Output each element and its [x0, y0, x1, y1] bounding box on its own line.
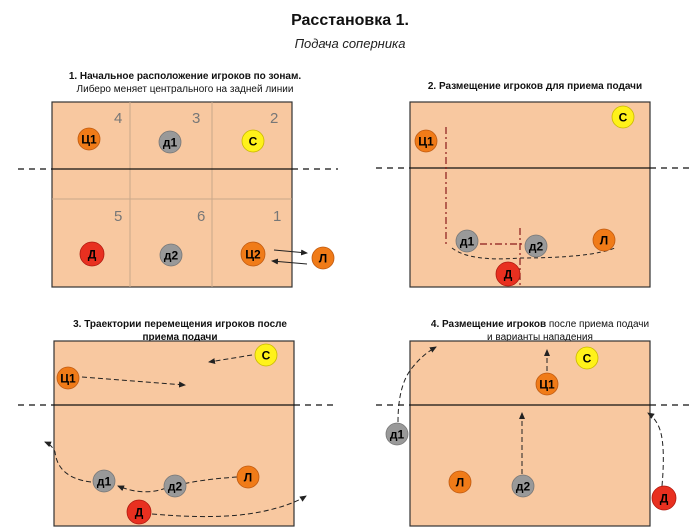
zone-4-label: 4: [114, 110, 122, 127]
svg-text:д2: д2: [164, 249, 179, 263]
swap-arrow-out: [273, 249, 308, 256]
d1-attack-arrow: [397, 346, 437, 423]
s-move-arrow: [208, 354, 253, 364]
panel-4: С Ц1 д1 Л д2 Д: [376, 340, 690, 527]
player-d1-marker: д1: [455, 229, 479, 253]
panel-3-court: [53, 340, 295, 527]
player-l-marker: Л: [236, 465, 260, 489]
panel-1: 4 3 2 5 6 1 Ц1 д1 С Д д2 Ц2: [18, 101, 338, 288]
panel-3-caption-line2: приема подачи: [142, 332, 218, 343]
zone-3-label: 3: [192, 110, 200, 127]
player-s-marker: С: [611, 105, 635, 129]
player-s-marker: С: [241, 129, 265, 153]
svg-text:С: С: [262, 349, 271, 363]
panel-3-caption: 3. Траектории перемещения игроков после …: [30, 318, 330, 344]
svg-text:д1: д1: [97, 475, 112, 489]
svg-text:Д: Д: [135, 506, 144, 520]
page-subtitle: Подача соперника: [294, 36, 406, 51]
panel-2-court: [409, 101, 651, 288]
svg-text:С: С: [619, 111, 628, 125]
svg-text:д2: д2: [168, 480, 183, 494]
panel-2-caption: 2. Размещение игроков для приема подачи: [390, 80, 680, 93]
panel-4-caption: 4. Размещение игроков после приема подач…: [385, 318, 695, 344]
panel-4-caption-bold: 4. Размещение игроков: [430, 319, 547, 330]
player-c2-marker: Ц2: [240, 241, 266, 267]
svg-text:Д: Д: [504, 268, 513, 282]
svg-text:д2: д2: [529, 240, 544, 254]
player-l-marker: Л: [448, 470, 472, 494]
svg-text:д2: д2: [516, 480, 531, 494]
player-d1-marker: д1: [92, 469, 116, 493]
player-d2-marker: д2: [511, 474, 535, 498]
panel-3-caption-line1: 3. Траектории перемещения игроков после: [73, 319, 287, 330]
zone-1-label: 1: [273, 208, 281, 225]
svg-text:С: С: [249, 135, 258, 149]
svg-text:д1: д1: [460, 235, 475, 249]
svg-text:Ц1: Ц1: [60, 372, 76, 386]
player-c1-marker: Ц1: [56, 366, 80, 390]
player-d-marker: Д: [651, 485, 677, 511]
player-d-marker: Д: [79, 241, 105, 267]
panel-1-caption-line2: Либеро меняет центрального на задней лин…: [76, 84, 294, 95]
panel-4-caption-rest: после приема подачи: [546, 319, 650, 330]
zone-2-label: 2: [270, 110, 278, 127]
reception-zone-curve: [451, 247, 616, 260]
panel-2: Ц1 С д1 д2 Л Д: [376, 101, 690, 288]
zone-6-label: 6: [197, 208, 205, 225]
player-c1-marker: Ц1: [535, 372, 559, 396]
svg-text:Д: Д: [88, 248, 97, 262]
player-s-marker: С: [575, 346, 599, 370]
svg-text:д1: д1: [390, 428, 405, 442]
player-d2-marker: д2: [163, 474, 187, 498]
svg-text:Ц1: Ц1: [539, 378, 555, 392]
svg-text:Л: Л: [244, 471, 252, 485]
swap-arrow-in: [271, 258, 308, 265]
d1-move-arrow: [44, 441, 92, 483]
player-c1-marker: Ц1: [77, 127, 101, 151]
d-move-arrow: [151, 495, 307, 518]
svg-text:Л: Л: [600, 234, 608, 248]
player-s-marker: С: [254, 343, 278, 367]
panel-2-caption-text: 2. Размещение игроков для приема подачи: [427, 81, 643, 92]
player-d2-marker: д2: [159, 243, 183, 267]
player-d1-marker: д1: [385, 422, 409, 446]
d-attack-arrow: [647, 412, 664, 487]
player-d-marker: Д: [126, 499, 152, 525]
svg-text:Ц1: Ц1: [81, 133, 97, 147]
page-title: Расстановка 1.: [291, 12, 409, 29]
svg-text:Д: Д: [660, 492, 669, 506]
c1-move-arrow: [81, 376, 186, 388]
player-c1-marker: Ц1: [414, 129, 438, 153]
panel-4-caption-line2: и варианты нападения: [487, 332, 593, 343]
player-l-marker: Л: [311, 246, 335, 270]
player-d-marker: Д: [495, 261, 521, 287]
panel-4-court: [409, 340, 651, 527]
svg-text:Л: Л: [319, 252, 327, 266]
player-l-marker: Л: [592, 228, 616, 252]
zone-5-label: 5: [114, 208, 122, 225]
l-move-arrow: [117, 476, 238, 493]
svg-text:С: С: [583, 352, 592, 366]
panel-1-caption-line1: 1. Начальное расположение игроков по зон…: [68, 71, 302, 82]
svg-text:Ц1: Ц1: [418, 135, 434, 149]
svg-text:Л: Л: [456, 476, 464, 490]
panel-3: С Ц1 д1 д2 Л Д: [18, 340, 338, 527]
player-d1-marker: д1: [158, 130, 182, 154]
panel-1-caption: 1. Начальное расположение игроков по зон…: [30, 70, 340, 96]
svg-text:Ц2: Ц2: [245, 248, 261, 262]
player-d2-marker: д2: [524, 234, 548, 258]
svg-text:д1: д1: [163, 136, 178, 150]
